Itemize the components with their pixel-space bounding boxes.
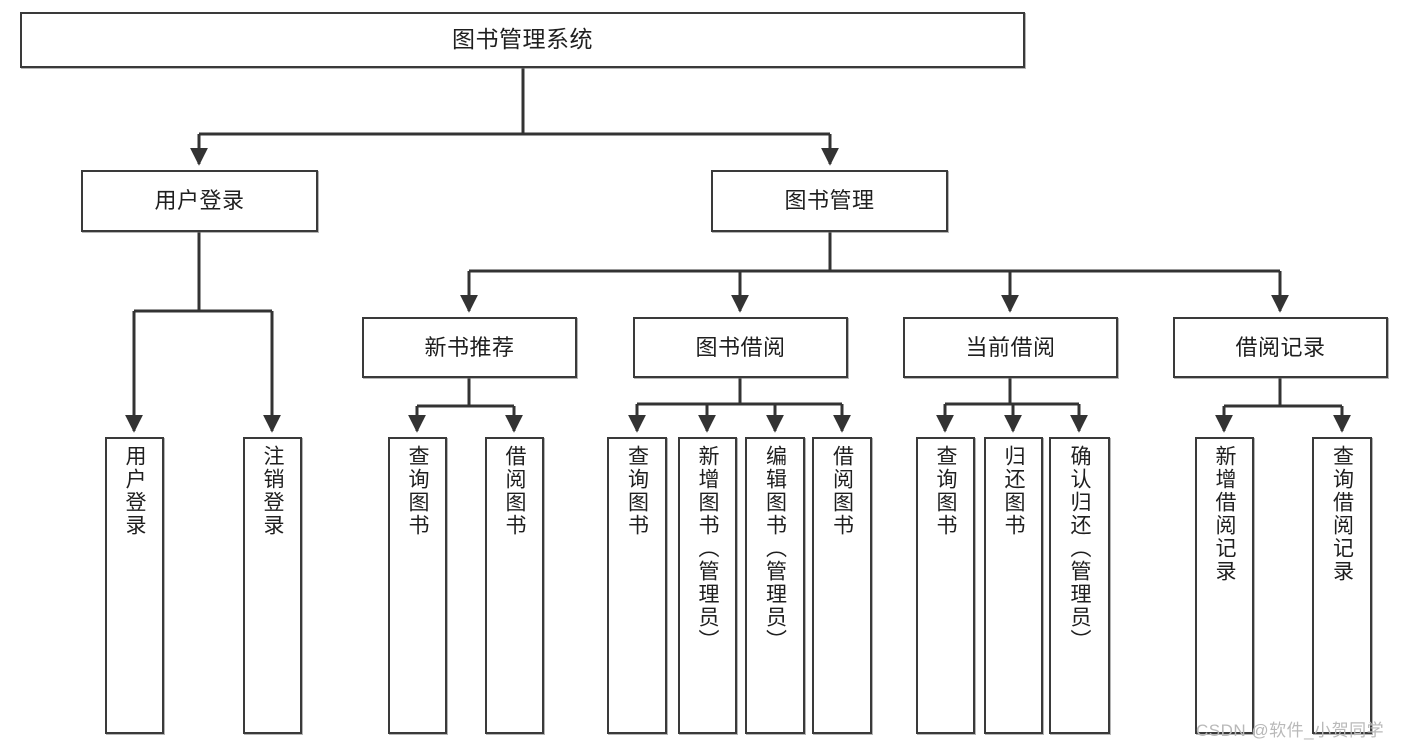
node-leaf-query-book-1[interactable]: 查询图书 bbox=[388, 437, 447, 734]
node-leaf-edit-book[interactable]: 编辑图书（管理员） bbox=[745, 437, 805, 734]
node-leaf-borrow-book-1[interactable]: 借阅图书 bbox=[485, 437, 544, 734]
node-book-borrow-label: 图书借阅 bbox=[695, 334, 786, 360]
node-leaf-query-record-label: 查询借阅记录 bbox=[1330, 445, 1354, 583]
node-leaf-logout-login[interactable]: 注销登录 bbox=[243, 437, 302, 734]
node-leaf-user-login[interactable]: 用户登录 bbox=[105, 437, 164, 734]
node-leaf-query-book-2-label: 查询图书 bbox=[625, 445, 649, 537]
node-leaf-query-book-1-label: 查询图书 bbox=[406, 445, 430, 537]
node-leaf-borrow-book-1-label: 借阅图书 bbox=[503, 445, 527, 537]
node-user-login[interactable]: 用户登录 bbox=[81, 170, 318, 232]
node-leaf-logout-login-label: 注销登录 bbox=[261, 445, 285, 537]
node-book-borrow[interactable]: 图书借阅 bbox=[633, 317, 848, 378]
node-new-book-recommend[interactable]: 新书推荐 bbox=[362, 317, 577, 378]
node-new-book-recommend-label: 新书推荐 bbox=[424, 334, 515, 360]
node-leaf-return-book-label: 归还图书 bbox=[1002, 445, 1026, 537]
node-leaf-confirm-return[interactable]: 确认归还（管理员） bbox=[1049, 437, 1110, 734]
node-leaf-user-login-label: 用户登录 bbox=[123, 445, 147, 537]
node-leaf-borrow-book-2-label: 借阅图书 bbox=[830, 445, 854, 537]
node-leaf-edit-book-label: 编辑图书（管理员） bbox=[763, 445, 787, 652]
node-root-label: 图书管理系统 bbox=[452, 26, 593, 53]
node-borrow-record-label: 借阅记录 bbox=[1235, 334, 1326, 360]
node-book-management[interactable]: 图书管理 bbox=[711, 170, 948, 232]
watermark: CSDN @软件_小贺同学 bbox=[1196, 721, 1385, 740]
node-current-borrow[interactable]: 当前借阅 bbox=[903, 317, 1118, 378]
node-leaf-query-book-2[interactable]: 查询图书 bbox=[607, 437, 667, 734]
node-leaf-query-book-3[interactable]: 查询图书 bbox=[916, 437, 975, 734]
node-leaf-query-book-3-label: 查询图书 bbox=[934, 445, 958, 537]
node-current-borrow-label: 当前借阅 bbox=[965, 334, 1056, 360]
node-root[interactable]: 图书管理系统 bbox=[20, 12, 1025, 68]
node-leaf-confirm-return-label: 确认归还（管理员） bbox=[1068, 445, 1092, 652]
node-book-management-label: 图书管理 bbox=[784, 188, 875, 214]
node-leaf-add-record-label: 新增借阅记录 bbox=[1213, 445, 1237, 583]
node-leaf-add-record[interactable]: 新增借阅记录 bbox=[1195, 437, 1254, 734]
node-leaf-add-book-label: 新增图书（管理员） bbox=[696, 445, 720, 652]
node-leaf-query-record[interactable]: 查询借阅记录 bbox=[1312, 437, 1372, 734]
node-leaf-return-book[interactable]: 归还图书 bbox=[984, 437, 1043, 734]
node-leaf-add-book[interactable]: 新增图书（管理员） bbox=[678, 437, 737, 734]
node-user-login-label: 用户登录 bbox=[154, 188, 245, 214]
node-borrow-record[interactable]: 借阅记录 bbox=[1173, 317, 1388, 378]
node-leaf-borrow-book-2[interactable]: 借阅图书 bbox=[812, 437, 872, 734]
